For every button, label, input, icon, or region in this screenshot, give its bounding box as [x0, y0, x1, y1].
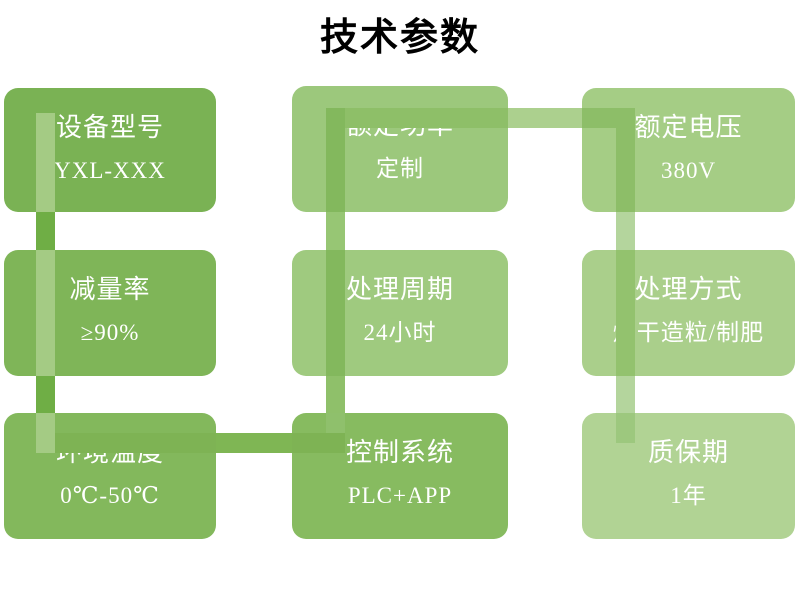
param-value: 定制	[376, 156, 424, 181]
connector-segment	[616, 376, 635, 413]
connector-segment	[582, 108, 616, 128]
connector-segment	[508, 108, 582, 128]
connector-segment	[326, 212, 345, 250]
connector-segment	[216, 433, 292, 453]
connector-segment	[616, 413, 635, 443]
param-box-rated-voltage: 额定电压 380V	[582, 88, 795, 212]
param-value: PLC+APP	[347, 483, 453, 508]
param-value: 380V	[660, 158, 717, 183]
connector-segment	[55, 433, 216, 453]
param-label: 减量率	[69, 275, 151, 304]
connector-segment	[36, 376, 55, 413]
param-value: ≥90%	[80, 320, 140, 345]
connector-segment	[36, 250, 55, 376]
param-value: 24小时	[363, 320, 437, 345]
connector-segment	[326, 413, 345, 433]
connector-segment	[36, 113, 55, 212]
connector-segment	[326, 250, 345, 376]
connector-segment	[616, 212, 635, 250]
param-value: 0℃-50℃	[60, 483, 160, 508]
connector-segment	[345, 108, 508, 128]
connector-segment	[326, 108, 345, 212]
param-box-warranty-period: 质保期 1年	[582, 413, 795, 539]
connector-segment	[616, 108, 635, 212]
connector-segment	[292, 433, 345, 453]
param-label: 控制系统	[345, 438, 454, 467]
param-box-processing-method: 处理方式 烘干造粒/制肥	[582, 250, 795, 376]
connector-segment	[36, 413, 55, 453]
param-label: 处理周期	[345, 275, 454, 304]
param-value: YXL-XXX	[54, 158, 166, 183]
param-box-processing-cycle: 处理周期 24小时	[292, 250, 508, 376]
param-box-rated-power: 额定功率 定制	[292, 86, 508, 212]
param-value: 1年	[670, 483, 707, 508]
param-label: 设备型号	[55, 113, 164, 142]
param-label: 额定电压	[634, 113, 743, 142]
connector-segment	[616, 250, 635, 376]
connector-segment	[326, 376, 345, 413]
param-label: 处理方式	[634, 275, 743, 304]
param-label: 质保期	[647, 438, 729, 467]
param-value: 烘干造粒/制肥	[612, 320, 765, 345]
slide-title: 技术参数	[319, 17, 480, 59]
param-box-control-system: 控制系统 PLC+APP	[292, 413, 508, 539]
connector-segment	[36, 212, 55, 250]
